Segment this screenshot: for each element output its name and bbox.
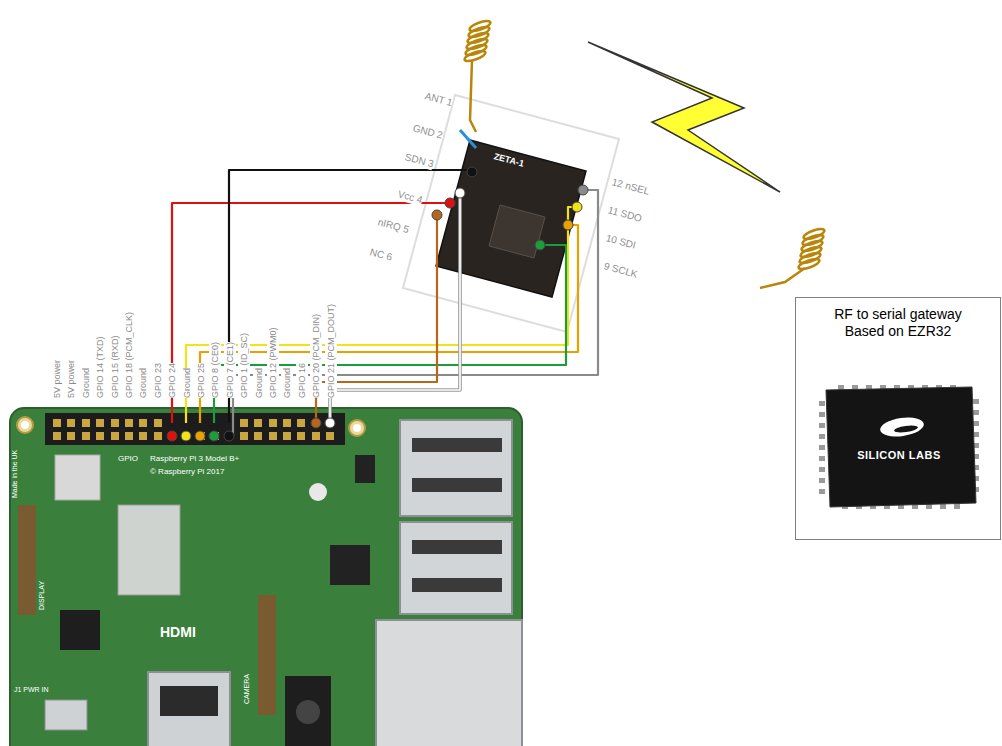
antenna <box>760 227 826 288</box>
chip-pin <box>819 423 825 428</box>
gpio-pin-label: GPIO 25 <box>195 363 207 398</box>
gpio-pin-label: GPIO 15 (RXD) <box>109 335 121 398</box>
gpio-pin-label: GPIO 20 (PCM_DIN) <box>310 314 322 398</box>
pin-label: 9 SCLK <box>602 260 638 281</box>
gpio-pin-label: GPIO 1 (ID_SC) <box>238 333 250 398</box>
gpio-pin-label: 5V power <box>51 360 63 398</box>
gpio-pin-label: GPIO 21 (PCM_DOUT) <box>325 304 337 398</box>
chip-marking: SILICON LABS <box>857 449 941 461</box>
gpio-pin-label: GPIO 14 (TXD) <box>94 336 106 398</box>
chip-pin <box>819 489 825 494</box>
chip-pin <box>819 467 825 472</box>
wire-end-dot <box>167 167 588 441</box>
gpio-pin-label: GPIO 24 <box>166 363 178 398</box>
chip-pin <box>819 456 825 461</box>
chip-pin <box>940 504 946 509</box>
chip-outline <box>816 383 982 511</box>
gpio-pin-label: GPIO 16 <box>296 363 308 398</box>
antenna <box>463 19 491 132</box>
rf-module <box>403 95 619 332</box>
pin-label: 12 nSEL <box>610 176 650 198</box>
pin-label: 10 SDI <box>604 232 637 252</box>
chip-pin <box>973 421 979 426</box>
chip-pin <box>819 401 825 406</box>
gpio-pin-label: Ground <box>137 368 149 398</box>
gpio-pin-label: GPIO 23 <box>152 363 164 398</box>
pin-label: SDN 3 <box>403 151 435 170</box>
node-text: RF to serial gateway Based on EZR32 <box>823 306 973 340</box>
raspberry-pi-board <box>10 408 522 746</box>
chip-package: SILICON LABS <box>816 383 982 511</box>
pin-label: NC 6 <box>368 246 393 263</box>
chip-pin <box>819 445 825 450</box>
connector-label: CAMERA <box>241 674 253 704</box>
pin-label: ANT 1 <box>423 90 453 109</box>
gpio-pin-label: GPIO 8 (CE0) <box>209 342 221 398</box>
board-note: Made in the UK <box>9 450 21 498</box>
gpio-pin-label: Ground <box>253 368 265 398</box>
logo-mark <box>879 415 925 439</box>
gateway-box: RF to serial gateway Based on EZR32SILIC… <box>795 297 1001 540</box>
chip-pins <box>819 385 979 509</box>
gpio-pin-label: GPIO 7 (CE1) <box>224 342 236 398</box>
pin-label: nIRQ 5 <box>376 216 410 236</box>
chip-pin <box>973 399 979 404</box>
gpio-pin-label: Ground <box>80 368 92 398</box>
gpio-pin-label: GPIO 18 (PCM_CLK) <box>123 312 135 398</box>
pin-label: GND 2 <box>411 122 444 142</box>
logo-mark <box>894 424 919 433</box>
connector-label: J1 PWR IN <box>14 684 49 696</box>
connector-label: DISPLAY <box>36 581 48 610</box>
wire <box>172 170 598 436</box>
chip-pin <box>973 410 979 415</box>
header-label: GPIO <box>118 453 138 465</box>
gpio-pin-label: Ground <box>281 368 293 398</box>
board-name: Raspberry Pi 3 Model B+ <box>150 453 239 465</box>
chip-pin <box>819 478 825 483</box>
chip-body <box>826 387 976 507</box>
pin-label: 11 SDO <box>606 204 643 225</box>
chip-pin <box>819 434 825 439</box>
connector-label: HDMI <box>160 626 196 638</box>
pin-label: Vcc 4 <box>396 188 423 206</box>
gpio-pin-label: GPIO 12 (PWM0) <box>267 327 279 398</box>
chip-pin <box>819 412 825 417</box>
gpio-pin-label: 5V power <box>65 360 77 398</box>
gpio-pin-label: Ground <box>181 368 193 398</box>
board-copyright: © Raspberry Pi 2017 <box>150 466 224 478</box>
module-name: ZETA-1 <box>492 150 525 170</box>
chip-pin <box>954 504 960 509</box>
wireless-link-bolt <box>588 42 780 192</box>
